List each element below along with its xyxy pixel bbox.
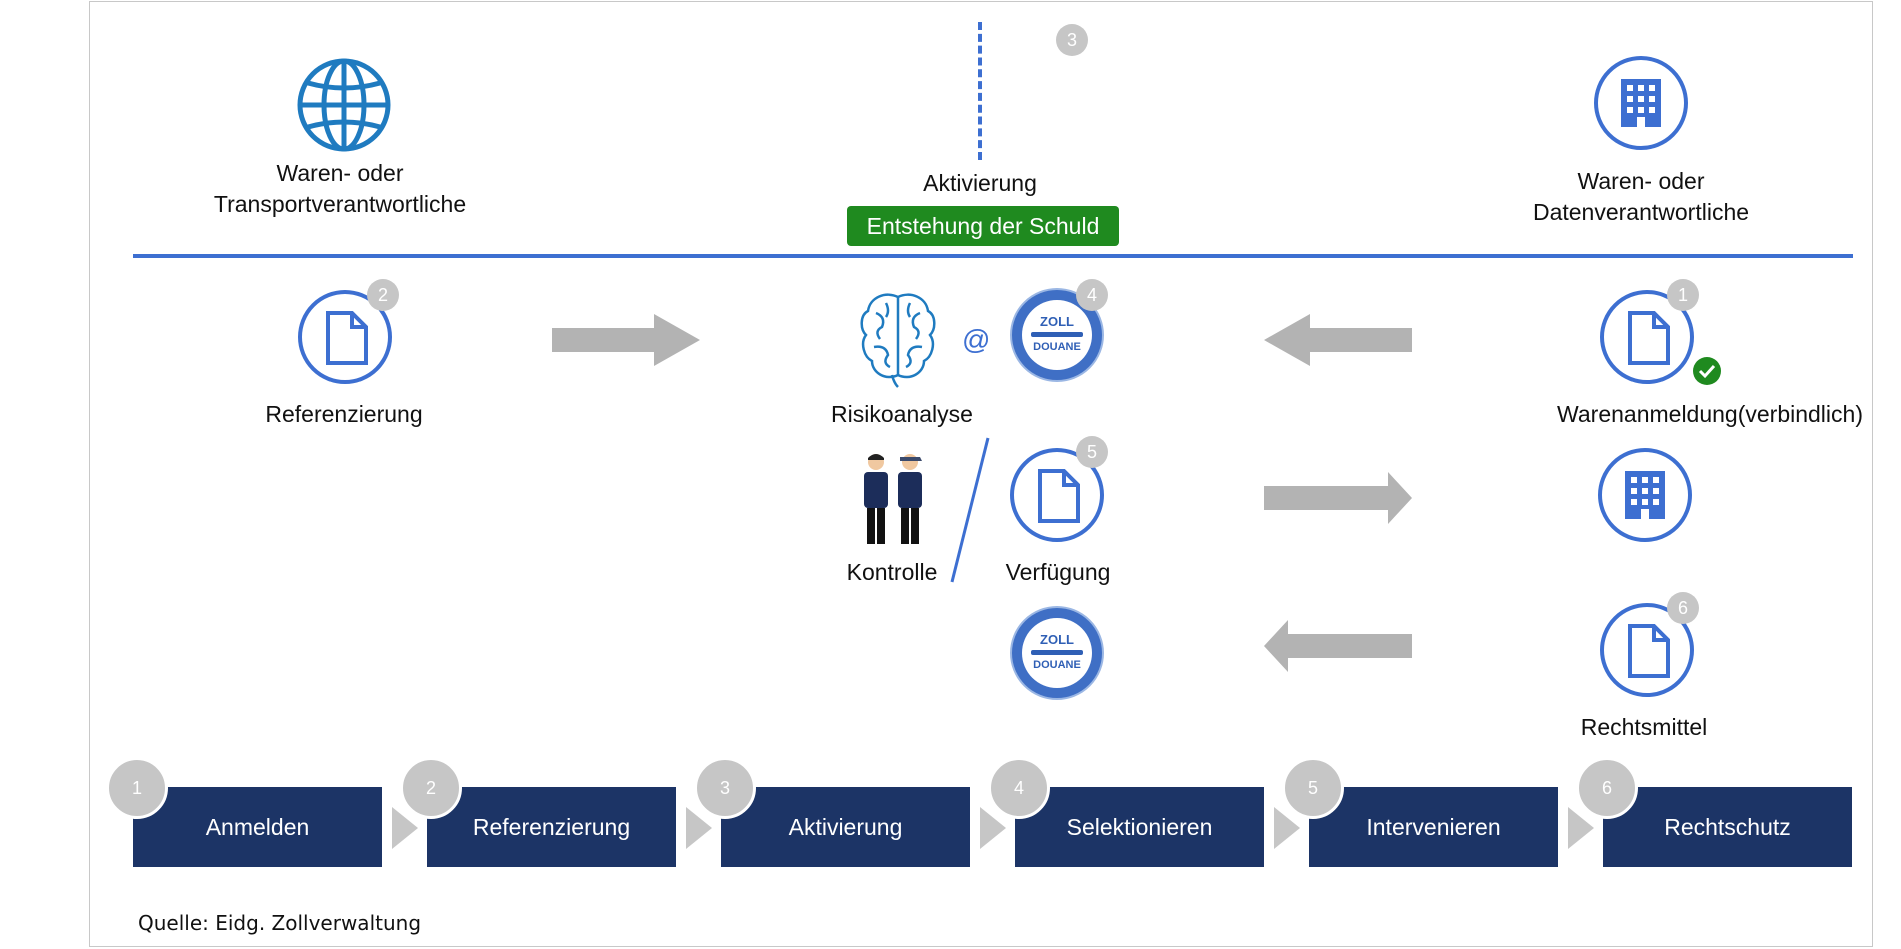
arrow-left-icon <box>1264 314 1412 366</box>
step-number-badge: 4 <box>988 757 1050 819</box>
chevron-right-icon <box>980 807 1006 849</box>
step-number-badge: 1 <box>106 757 168 819</box>
activation-label: Aktivierung <box>923 170 1037 196</box>
slash-divider <box>950 437 990 583</box>
process-step: Intervenieren <box>1309 787 1558 867</box>
zoll-logo-icon: ZOLL DOUANE <box>1010 606 1104 700</box>
zoll-text: ZOLL <box>1040 314 1074 329</box>
step-badge-6: 6 <box>1667 592 1699 624</box>
step-number-badge: 6 <box>1576 757 1638 819</box>
right-actor-label-line2: Datenverantwortliche <box>1532 199 1750 225</box>
process-step: Selektionieren <box>1015 787 1264 867</box>
step-badge-4: 4 <box>1076 279 1108 311</box>
brain-icon <box>860 293 936 388</box>
left-actor-label-line1: Waren- oder <box>276 160 404 186</box>
debt-origin-badge: Entstehung der Schuld <box>847 206 1119 246</box>
zoll-text: ZOLL <box>1040 632 1074 647</box>
step-number-badge: 2 <box>400 757 462 819</box>
rechtsmittel-label: Rechtsmittel <box>1580 714 1708 740</box>
arrow-right-icon <box>1264 472 1412 524</box>
step-badge-3-top: 3 <box>1056 24 1088 56</box>
kontrolle-label: Kontrolle <box>846 559 938 585</box>
warenanmeldung-label: Warenanmeldung(verbindlich) <box>1557 401 1863 427</box>
arrow-right-icon <box>552 314 700 366</box>
building-icon <box>1594 56 1688 150</box>
at-symbol: @ <box>962 324 991 355</box>
building-icon <box>1598 448 1692 542</box>
step-badge-2: 2 <box>367 279 399 311</box>
chevron-right-icon <box>1274 807 1300 849</box>
activation-dashed-line <box>978 22 982 160</box>
chevron-right-icon <box>392 807 418 849</box>
referenzierung-label: Referenzierung <box>265 401 423 427</box>
arrow-left-icon <box>1264 620 1412 672</box>
step-number-badge: 3 <box>694 757 756 819</box>
globe-icon <box>297 58 391 152</box>
process-step: Referenzierung <box>427 787 676 867</box>
diagram-frame <box>89 1 1873 947</box>
right-actor-label-line1: Waren- oder <box>1577 168 1705 194</box>
step-number-badge: 5 <box>1282 757 1344 819</box>
step-badge-1: 1 <box>1667 279 1699 311</box>
douane-text: DOUANE <box>1033 659 1081 671</box>
chevron-right-icon <box>1568 807 1594 849</box>
process-step: Aktivierung <box>721 787 970 867</box>
source-caption: Quelle: Eidg. Zollverwaltung <box>138 911 422 935</box>
chevron-right-icon <box>686 807 712 849</box>
douane-text: DOUANE <box>1033 341 1081 353</box>
left-actor-label-line2: Transportverantwortliche <box>213 191 467 217</box>
risikoanalyse-label: Risikoanalyse <box>831 401 973 427</box>
step-badge-5: 5 <box>1076 436 1108 468</box>
process-step: Rechtschutz <box>1603 787 1852 867</box>
verfuegung-label: Verfügung <box>1005 559 1111 585</box>
process-step: Anmelden <box>133 787 382 867</box>
check-icon <box>1693 357 1721 385</box>
customs-officers-icon <box>864 454 922 544</box>
horizontal-divider <box>133 254 1853 258</box>
